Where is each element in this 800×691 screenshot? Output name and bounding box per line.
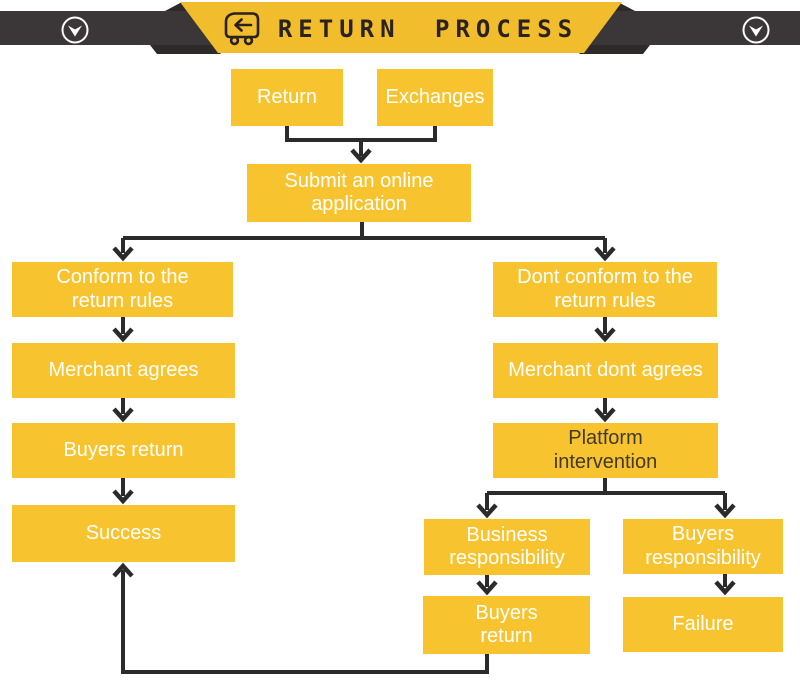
flow-node-merchant-agrees: Merchant agrees — [12, 343, 235, 398]
flow-node-label: Business responsibility — [449, 523, 565, 569]
flow-node-buyers-return: Buyers return — [12, 423, 235, 478]
flow-node-buyers-responsibility: Buyers responsibility — [623, 519, 783, 574]
banner-fold-bottom-right — [579, 45, 650, 54]
flow-node-label: Dont conform to the return rules — [517, 266, 693, 312]
flow-node-success: Success — [12, 505, 235, 562]
banner-fold-bottom-left — [150, 45, 221, 54]
flow-node-label: Merchant dont agrees — [508, 358, 703, 381]
scroll-down-left-icon[interactable] — [61, 16, 89, 44]
flow-node-buyers-return-2: Buyers return — [423, 596, 590, 654]
flow-node-label: Merchant agrees — [48, 358, 199, 381]
flow-node-label: Conform to the return rules — [56, 266, 189, 312]
banner-ribbon — [180, 2, 622, 53]
flow-node-exchanges: Exchanges — [377, 69, 493, 126]
flow-node-label: Buyers return — [63, 438, 184, 461]
flow-node-label: Exchanges — [385, 85, 485, 108]
flow-node-label: Return — [256, 85, 318, 108]
scroll-down-right-icon[interactable] — [742, 16, 770, 44]
page-title: RETURN PROCESS — [277, 15, 579, 43]
flow-node-label: Buyers return — [475, 601, 538, 647]
flow-node-merchant-dont-agrees: Merchant dont agrees — [493, 343, 718, 398]
flow-node-return: Return — [231, 69, 343, 126]
flow-node-conform-rules: Conform to the return rules — [12, 262, 233, 317]
return-truck-icon — [224, 12, 260, 46]
flow-node-label: Submit an online application — [284, 169, 434, 215]
flow-node-platform-intervention: Platform intervention — [493, 423, 718, 478]
header-banner: RETURN PROCESS — [0, 0, 800, 62]
flow-node-label: Failure — [672, 612, 734, 635]
flow-node-failure: Failure — [623, 597, 783, 652]
banner-content: RETURN PROCESS — [0, 6, 800, 52]
flow-node-label: Platform intervention — [553, 427, 658, 473]
banner-art — [0, 2, 800, 54]
flow-node-label: Buyers responsibility — [645, 523, 761, 569]
flow-node-label: Success — [85, 521, 162, 544]
flow-node-dont-conform-rules: Dont conform to the return rules — [493, 262, 717, 317]
flow-node-business-responsibility: Business responsibility — [424, 519, 590, 575]
flow-node-submit-application: Submit an online application — [247, 164, 471, 222]
